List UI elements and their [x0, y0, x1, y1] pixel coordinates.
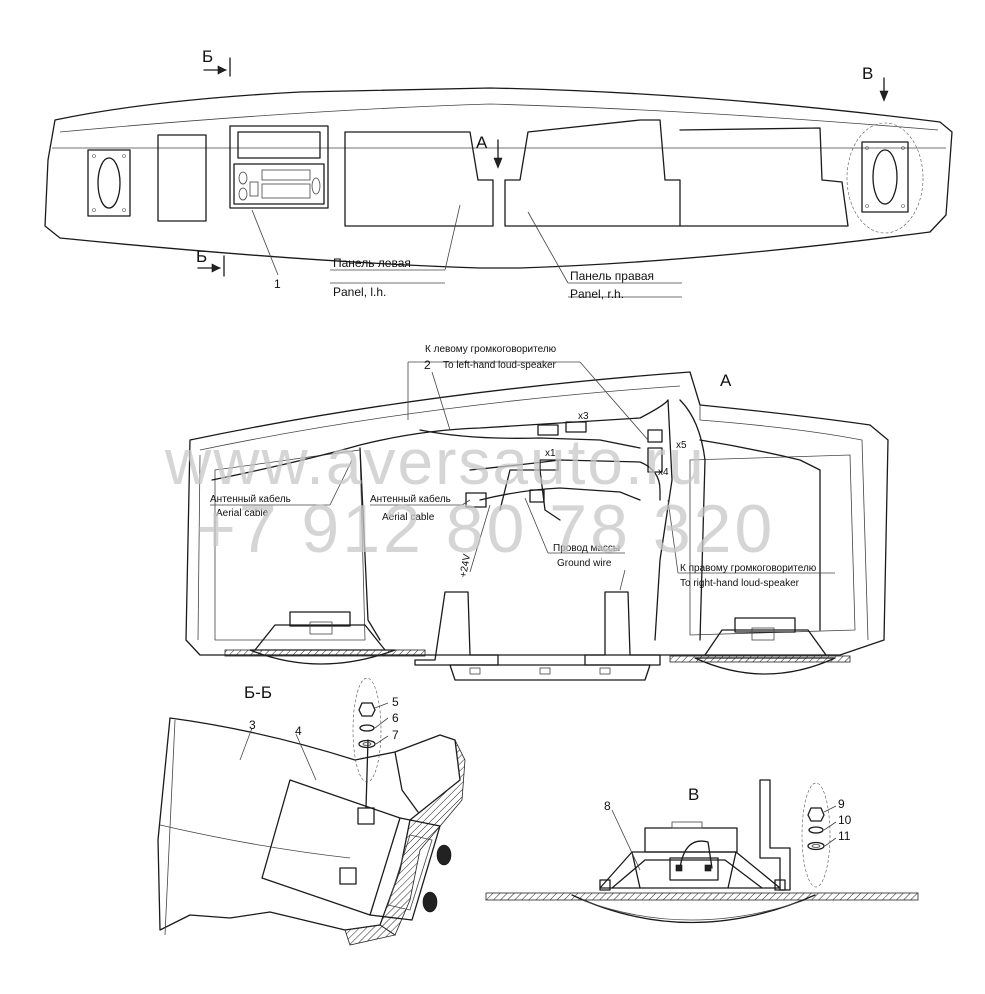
blank-panel — [157, 134, 207, 222]
detail-v-speaker-mount — [485, 779, 919, 924]
ground-wire-en: Ground wire — [557, 558, 612, 569]
right-panel-cutout — [504, 119, 681, 227]
part-number-11: 11 — [838, 829, 851, 843]
view-arrow-a — [493, 139, 503, 169]
connector-label-x3: x3 — [578, 411, 589, 422]
to-right-speaker-ru: К правому громкоговорителю — [680, 563, 817, 574]
part-number-9: 9 — [838, 797, 845, 811]
section-label-b-bottom: Б — [196, 247, 207, 266]
to-right-speaker-en: To right-hand loud-speaker — [680, 578, 800, 589]
connector-x1 — [539, 459, 559, 471]
radio-unit — [229, 125, 329, 209]
section-label-bb: Б-Б — [244, 683, 272, 702]
part-number-5: 5 — [392, 695, 399, 709]
mounting-bracket — [759, 779, 791, 891]
aerial-cable-2-ru: Антенный кабель — [370, 493, 451, 505]
watermark-url: www.aversauto.ru — [164, 426, 706, 498]
part-number-2: 2 — [424, 358, 431, 372]
aerial-cable-1-ru: Антенный кабель — [210, 493, 291, 505]
part-number-6: 6 — [392, 711, 399, 725]
fastener-nut-9 — [807, 807, 825, 822]
radio-body — [261, 779, 401, 916]
detail-label-v: В — [688, 785, 699, 804]
fastener-washer-6 — [359, 724, 375, 732]
panel-right-en: Panel, r.h. — [570, 287, 624, 301]
aerial-cable-2-en: Aerial cable — [382, 512, 435, 523]
center-mount — [414, 591, 661, 681]
ground-wire-ru: Провод массы — [553, 543, 620, 554]
panel-left-en: Panel, l.h. — [333, 285, 386, 299]
section-bb — [157, 677, 466, 946]
dashboard-overview — [44, 57, 953, 298]
knob-lower — [422, 891, 438, 913]
speaker-magnet — [644, 827, 738, 853]
voltage-label: +24V — [458, 553, 473, 579]
right-speaker — [669, 617, 851, 675]
view-label-a: А — [476, 133, 488, 152]
fastener-washer-10 — [808, 826, 824, 834]
watermark-phone: +7 912 80 78 320 — [196, 491, 775, 567]
panel-left-ru: Панель левая — [333, 256, 411, 270]
connector-label-x4: x4 — [658, 467, 669, 478]
section-arrow-b-bottom — [197, 255, 225, 277]
view-label-v: В — [862, 64, 873, 83]
to-left-speaker-ru: К левому громкоговорителю — [425, 344, 557, 355]
knob-upper — [436, 844, 452, 866]
left-panel-cutout — [344, 131, 494, 227]
fastener-nut-5 — [358, 702, 376, 717]
part-number-10: 10 — [838, 813, 852, 827]
connector-x4 — [647, 447, 663, 473]
section-label-b-top: Б — [202, 47, 213, 66]
part-number-1: 1 — [274, 277, 281, 291]
fastener-washer-7 — [358, 739, 376, 749]
connector-label-x5: x5 — [676, 440, 687, 451]
right-speaker-grille — [861, 141, 909, 213]
aerial-cable-1-en: Aerial cable — [216, 508, 269, 519]
to-left-speaker-en: To left-hand loud-speaker — [443, 360, 557, 371]
fastener-washer-11 — [807, 841, 825, 851]
view-arrow-v — [879, 77, 889, 102]
connector-x5 — [647, 429, 663, 443]
connector-label-x1: x1 — [545, 448, 556, 459]
part-number-7: 7 — [392, 728, 399, 742]
part-number-4: 4 — [295, 724, 302, 738]
nut-lower — [339, 867, 357, 885]
left-speaker-grille — [87, 149, 131, 217]
part-number-8: 8 — [604, 799, 611, 813]
nut-upper — [357, 807, 375, 825]
left-speaker — [224, 611, 426, 665]
detail-label-a: А — [720, 371, 732, 390]
section-arrow-b-top — [203, 57, 231, 77]
part-number-3: 3 — [249, 718, 256, 732]
speaker-terminal — [669, 857, 719, 881]
detail-a-wiring — [185, 361, 889, 681]
panel-right-ru: Панель правая — [570, 269, 654, 283]
connector-x3 — [537, 424, 559, 436]
